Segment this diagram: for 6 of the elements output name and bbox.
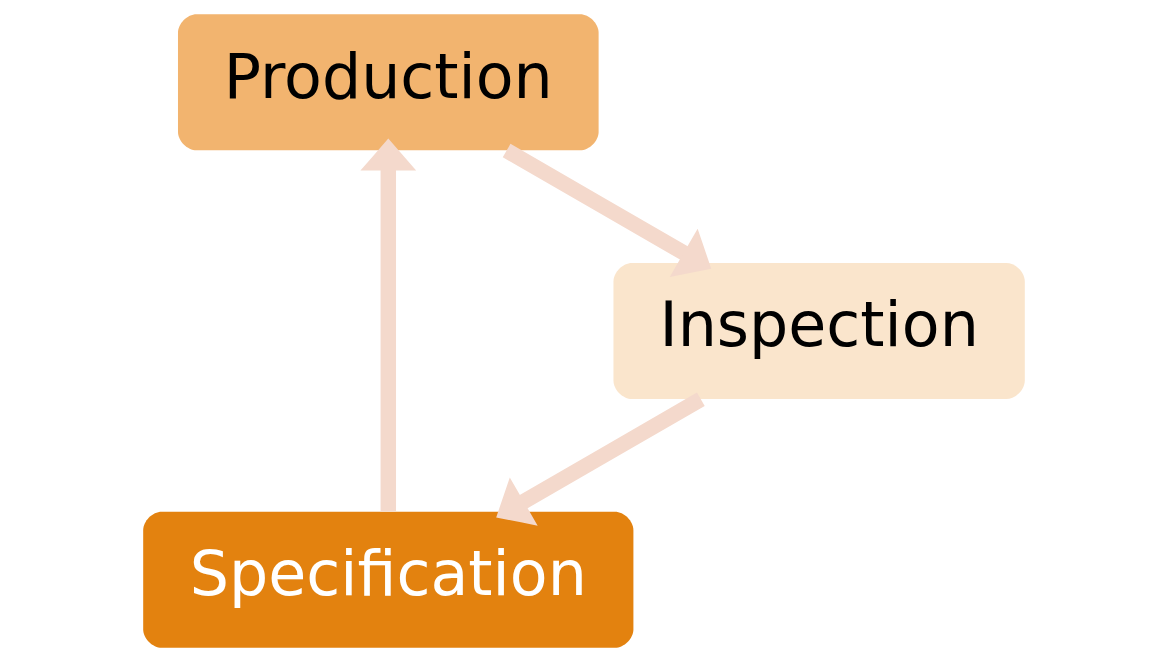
- arrow: [502, 143, 712, 277]
- node-box: Inspection: [613, 262, 1025, 400]
- arrow: [496, 392, 705, 526]
- arrow: [360, 138, 417, 512]
- node-box: Production: [178, 14, 599, 151]
- node-box: Specification: [143, 511, 634, 648]
